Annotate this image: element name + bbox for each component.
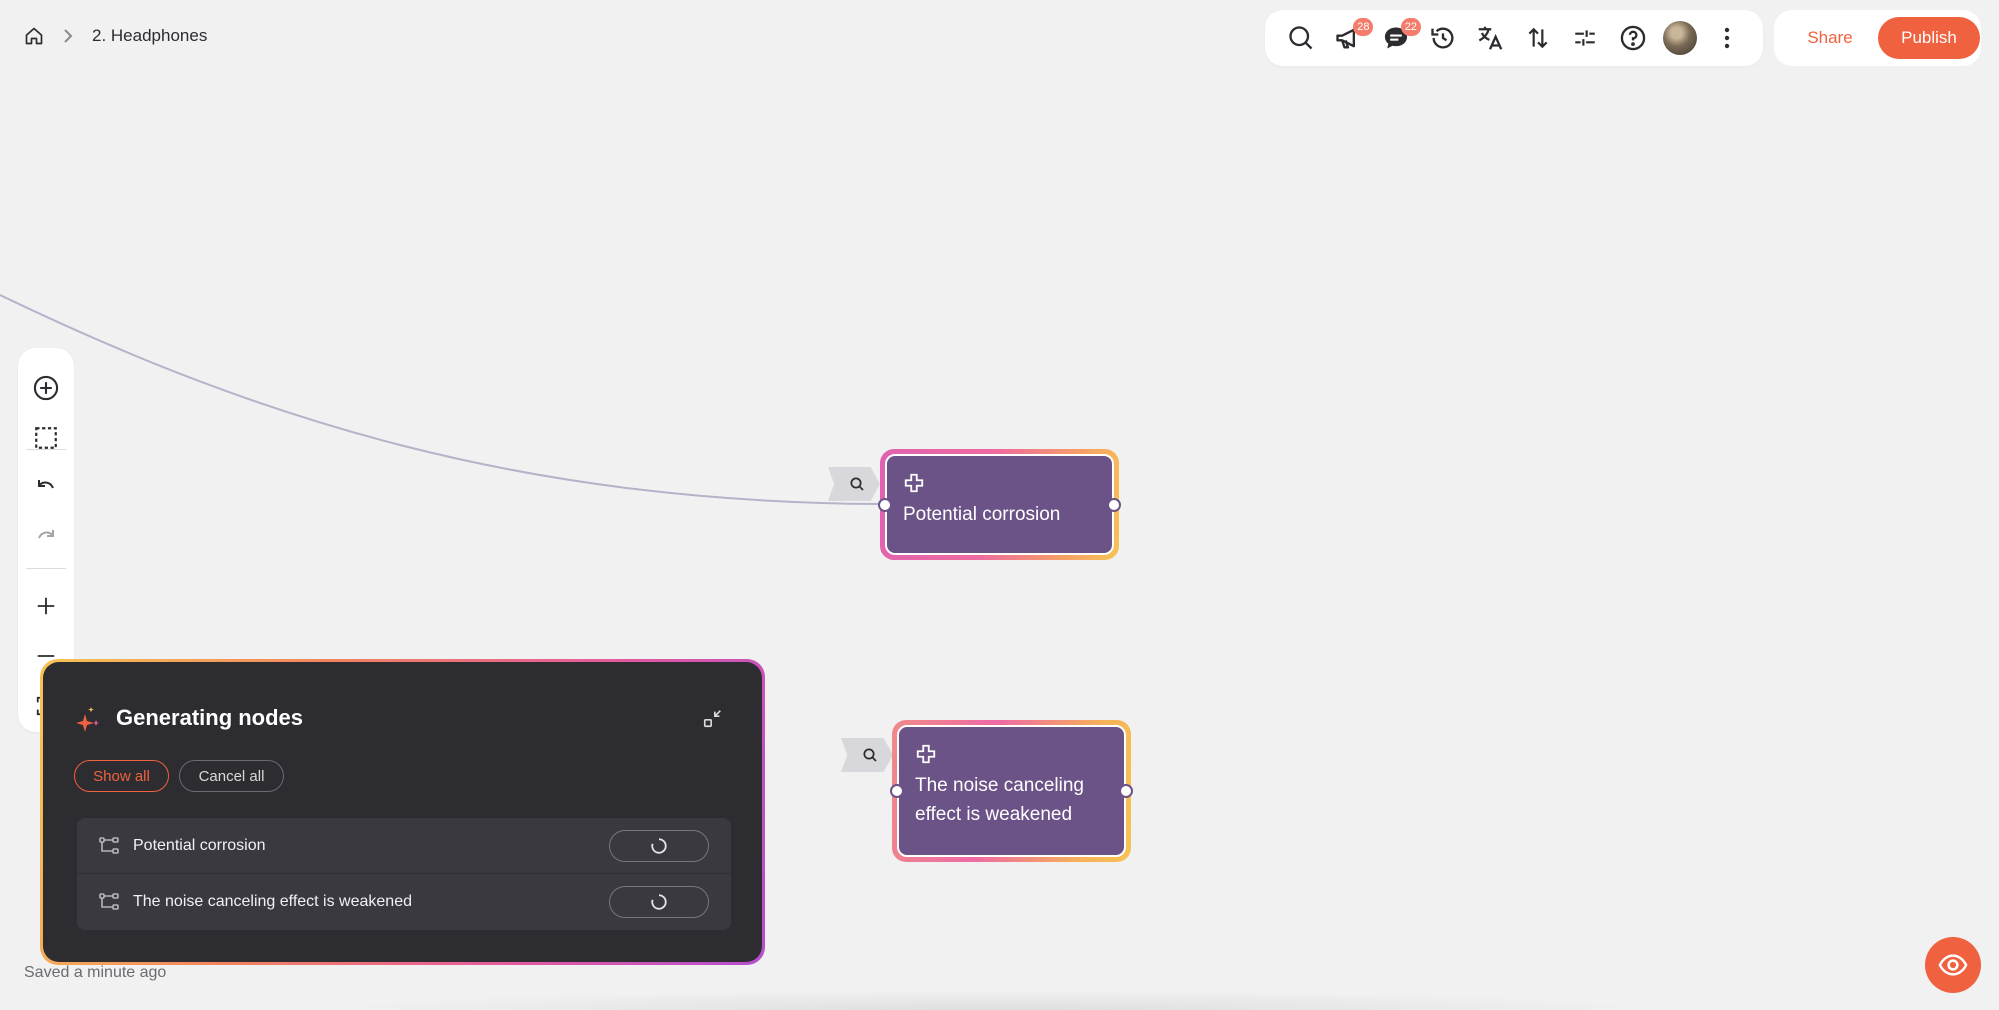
list-item: Potential corrosion <box>77 818 731 874</box>
spinner-icon <box>651 838 667 854</box>
history-button[interactable] <box>1419 13 1466 63</box>
input-port[interactable] <box>878 497 892 512</box>
chevron-right-icon <box>62 29 74 43</box>
avatar <box>1662 21 1697 55</box>
comments-button[interactable]: 22 <box>1372 13 1421 63</box>
output-port[interactable] <box>1107 497 1121 512</box>
save-status: Saved a minute ago <box>24 964 167 981</box>
action-bar: Share Publish <box>1774 10 1981 66</box>
more-button[interactable] <box>1704 13 1751 63</box>
node-search-tag[interactable] <box>828 467 880 501</box>
help-icon <box>1620 25 1645 51</box>
node-search-tag[interactable] <box>841 738 893 772</box>
move-icon <box>904 473 924 493</box>
search-icon <box>850 477 864 491</box>
user-menu-button[interactable] <box>1656 13 1703 63</box>
node-body[interactable]: The noise canceling effect is weakened <box>890 725 1133 857</box>
add-circle-icon <box>33 375 59 401</box>
tree-branch-icon <box>99 836 119 854</box>
zoom-in-button[interactable] <box>26 586 66 626</box>
rail-divider <box>26 449 66 450</box>
preview-button[interactable] <box>1925 937 1981 993</box>
show-all-button[interactable]: Show all <box>74 760 169 792</box>
undo-icon <box>38 480 54 489</box>
minus-icon <box>37 655 55 657</box>
node-card[interactable]: The noise canceling effect is weakened <box>890 720 1133 862</box>
node-label: Potential corrosion <box>903 504 1061 525</box>
share-button[interactable]: Share <box>1807 28 1853 47</box>
collapse-icon <box>703 710 721 728</box>
tree-branch-icon <box>99 893 119 910</box>
list-item: The noise canceling effect is weakened <box>77 874 731 930</box>
panel-title: Generating nodes <box>116 705 304 730</box>
output-port[interactable] <box>1119 784 1133 798</box>
undo-button[interactable] <box>26 468 66 508</box>
top-toolbar: 28 22 <box>1265 10 1763 66</box>
select-area-button[interactable] <box>26 418 66 458</box>
translate-icon <box>1479 26 1503 50</box>
sparkle-icon <box>76 707 100 732</box>
announcements-button[interactable]: 28 <box>1324 13 1374 63</box>
search-button[interactable] <box>1277 13 1324 63</box>
node-card[interactable]: Potential corrosion <box>878 449 1121 560</box>
zoom-out-button[interactable] <box>26 636 66 676</box>
megaphone-icon <box>1336 28 1356 49</box>
help-button[interactable] <box>1609 13 1656 63</box>
home-icon[interactable] <box>24 26 44 46</box>
redo-button[interactable] <box>26 518 66 558</box>
more-icon <box>1725 27 1730 49</box>
eye-icon <box>1938 954 1968 976</box>
publish-button[interactable]: Publish <box>1878 17 1980 59</box>
node-body[interactable]: Potential corrosion <box>878 454 1121 555</box>
breadcrumb-title[interactable]: 2. Headphones <box>92 26 208 45</box>
settings-button[interactable] <box>1561 13 1608 63</box>
add-node-button[interactable] <box>26 368 66 408</box>
input-port[interactable] <box>890 784 904 798</box>
comments-badge: 22 <box>1400 18 1421 36</box>
item-loading-button[interactable] <box>609 830 709 862</box>
bottom-shadow <box>300 990 1690 1010</box>
item-label: Potential corrosion <box>133 836 266 854</box>
node-label: The noise canceling effect is weakened <box>915 775 1084 825</box>
translate-button[interactable] <box>1467 13 1514 63</box>
item-loading-button[interactable] <box>609 886 709 918</box>
search-icon <box>1289 26 1313 50</box>
generating-nodes-body: Generating nodes Show all Cancel all Pot… <box>43 662 762 962</box>
item-label: The noise canceling effect is weakened <box>133 893 412 910</box>
comment-icon <box>1384 27 1407 49</box>
announcements-badge: 28 <box>1353 18 1374 36</box>
breadcrumb: 2. Headphones <box>24 26 207 46</box>
search-icon <box>863 748 877 762</box>
plus-icon <box>37 597 55 615</box>
sliders-icon <box>1575 30 1595 46</box>
cancel-all-button[interactable]: Cancel all <box>179 760 284 792</box>
spinner-icon <box>651 894 667 910</box>
rail-divider <box>26 568 66 569</box>
move-icon <box>916 744 936 764</box>
redo-icon <box>38 530 54 539</box>
generating-list: Potential corrosion The noise canceling … <box>77 818 731 930</box>
sort-icon <box>1528 27 1548 49</box>
history-icon <box>1431 27 1454 49</box>
selection-icon <box>35 427 57 449</box>
sort-button[interactable] <box>1514 13 1561 63</box>
generating-nodes-panel: Generating nodes Show all Cancel all Pot… <box>40 659 765 965</box>
